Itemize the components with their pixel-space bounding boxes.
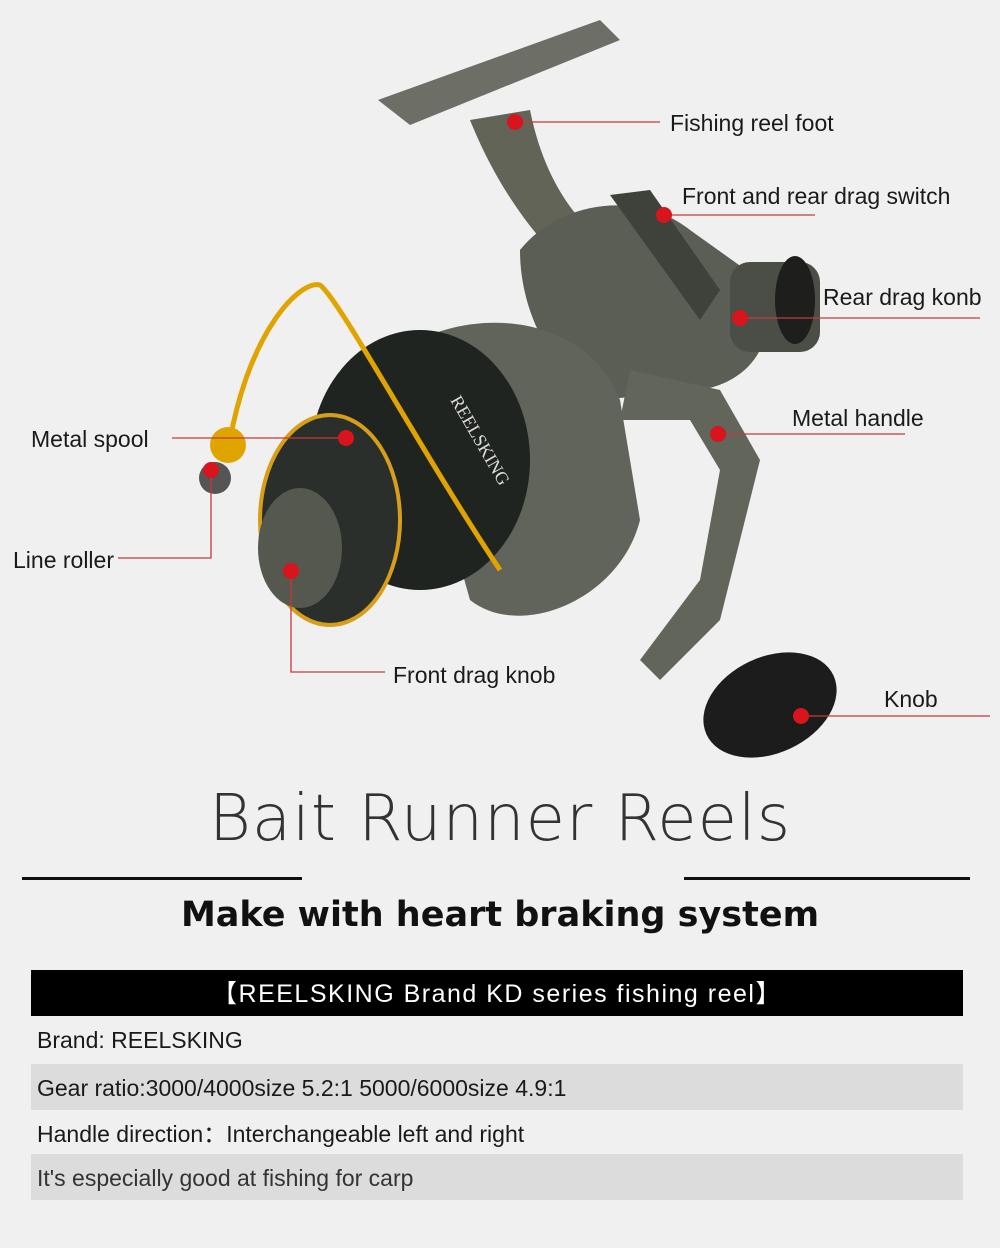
front-drag-knob [258,488,342,608]
callout-dot-reel-foot [507,114,523,130]
label-line-roller: Line roller [13,547,114,573]
label-reel-foot: Fishing reel foot [670,110,834,136]
handle-knob [703,652,837,758]
callout-dot-knob [793,708,809,724]
spec-row-carp: It's especially good at fishing for carp [31,1154,963,1200]
callout-dot-rear-drag [732,310,748,326]
callout-dot-front-drag [283,563,299,579]
label-metal-handle: Metal handle [792,405,924,431]
bail-wire [227,282,503,572]
spec-row-handle: Handle direction：Interchangeable left an… [37,1121,525,1147]
label-knob: Knob [884,686,938,712]
callout-dot-line-roller [203,462,219,478]
handle-arm [620,370,760,680]
spec-row-brand: Brand: REELSKING [37,1027,243,1053]
spec-row-gear-ratio: Gear ratio:3000/4000size 5.2:1 5000/6000… [31,1064,963,1110]
label-rear-drag: Rear drag konb [823,284,982,310]
drag-switch-lever [610,190,720,320]
rear-drag-knob [775,256,815,344]
line-roller [210,427,246,463]
subtitle: Make with heart braking system [180,895,820,935]
spec-header: 【REELSKING Brand KD series fishing reel】 [31,970,963,1016]
divider-right [684,877,970,880]
callout-dot-metal-handle [710,426,726,442]
label-front-drag: Front drag knob [393,662,556,688]
callout-lines [118,121,990,717]
callout-dot-drag-switch [656,207,672,223]
label-drag-switch: Front and rear drag switch [682,183,951,209]
callout-dot-metal-spool [338,430,354,446]
reel-foot-plate [378,20,620,125]
fishing-reel-illustration: REELSKING [118,20,990,758]
label-metal-spool: Metal spool [31,426,149,452]
page-title: Bait Runner Reels [208,782,792,856]
divider-left [22,877,302,880]
